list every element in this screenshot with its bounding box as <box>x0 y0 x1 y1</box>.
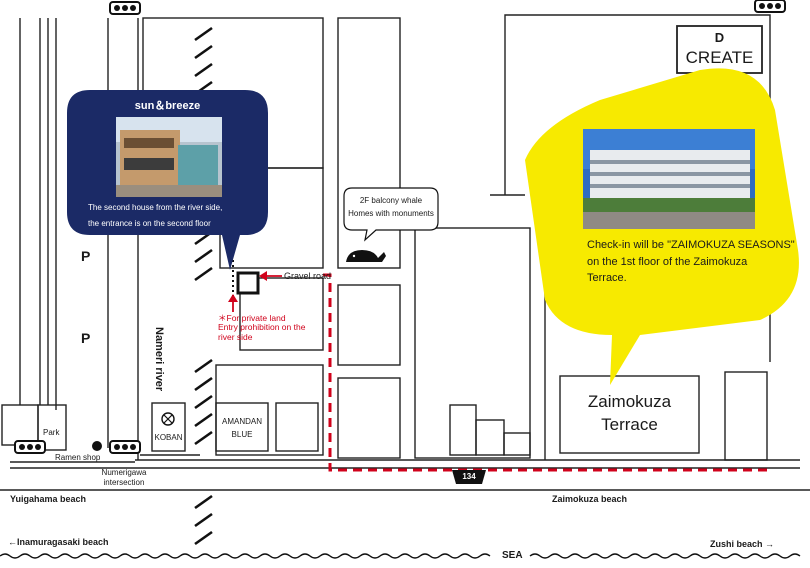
whale-note-bubble <box>343 187 439 242</box>
park-block <box>1 404 39 446</box>
intersection-label: intersection <box>103 478 145 487</box>
terrace-photo <box>583 129 755 229</box>
d-create-label: D <box>714 30 725 45</box>
route-134-label: 134 <box>462 472 476 481</box>
terrace-label: Zaimokuza <box>587 392 672 411</box>
terrace-label: Terrace <box>601 415 658 434</box>
checkin-note-line: on the 1st floor of the Zaimokuza <box>587 256 748 268</box>
sea-wave <box>0 553 491 559</box>
park-label: Park <box>43 428 60 437</box>
block <box>239 277 324 351</box>
koban-label: KOBAN <box>154 433 183 442</box>
access-route <box>323 273 770 472</box>
arrow-head-icon <box>259 271 267 281</box>
amandan-label: BLUE <box>231 430 253 439</box>
whale-note-line: Homes with monuments <box>348 209 434 218</box>
whale-icon <box>346 250 386 262</box>
inamuragasaki-label: ←Inamuragasaki beach <box>8 537 109 547</box>
whale-note-line: 2F balcony whale <box>359 196 423 205</box>
ramen-shop-dot <box>92 441 102 451</box>
private-land-note: ＊For private land <box>218 313 286 323</box>
amandan-building <box>215 402 269 452</box>
park-block <box>37 404 67 451</box>
checkin-note-line: Terrace. <box>587 272 627 284</box>
traffic-signal-icon <box>14 440 46 454</box>
traffic-signal-icon <box>754 0 786 13</box>
zaimokuza-beach-label: Zaimokuza beach <box>552 494 628 504</box>
block <box>337 284 401 366</box>
route-134-marker <box>452 470 486 484</box>
river-label: Nameri river <box>153 327 165 392</box>
traffic-signal-icon <box>109 1 141 15</box>
arrow-head-icon <box>228 294 238 302</box>
building <box>449 404 477 456</box>
block <box>337 17 401 269</box>
sun-breeze-house-marker <box>236 271 260 295</box>
gravel-road-label: Gravel road <box>284 271 332 281</box>
building <box>724 371 768 461</box>
yuigahama-label: Yuigahama beach <box>10 494 87 504</box>
sea-wave <box>529 553 801 559</box>
sun-breeze-caption: The second house from the river side, <box>88 203 223 212</box>
private-land-note: river side <box>218 332 253 342</box>
koban-icon <box>161 412 175 426</box>
amandan-label: AMANDAN <box>221 417 262 426</box>
checkin-note-line: Check-in will be "ZAIMOKUZA SEASONS" <box>587 239 795 251</box>
private-land-note: Entry prohibition on the <box>218 322 306 332</box>
ramen-shop-label: Ramen shop <box>55 453 101 462</box>
parking-icon: P <box>81 330 91 346</box>
terrace-building <box>559 375 700 454</box>
traffic-signal-icon <box>109 440 141 454</box>
block <box>215 364 324 456</box>
block <box>337 377 401 459</box>
zushi-label: Zushi beach → <box>710 539 775 549</box>
sun-breeze-title: sun＆breeze <box>134 100 201 112</box>
parking-icon: P <box>81 248 91 264</box>
koban-building <box>151 402 186 452</box>
block <box>414 227 531 459</box>
sea-label: SEA <box>502 550 523 561</box>
intersection-label: Numerigawa <box>101 468 147 477</box>
building <box>475 419 505 456</box>
building <box>275 402 319 452</box>
d-create-label: CREATE <box>685 48 754 67</box>
building <box>503 432 531 456</box>
sun-breeze-photo <box>116 117 222 197</box>
sun-breeze-caption: the entrance is on the second floor <box>88 219 211 228</box>
